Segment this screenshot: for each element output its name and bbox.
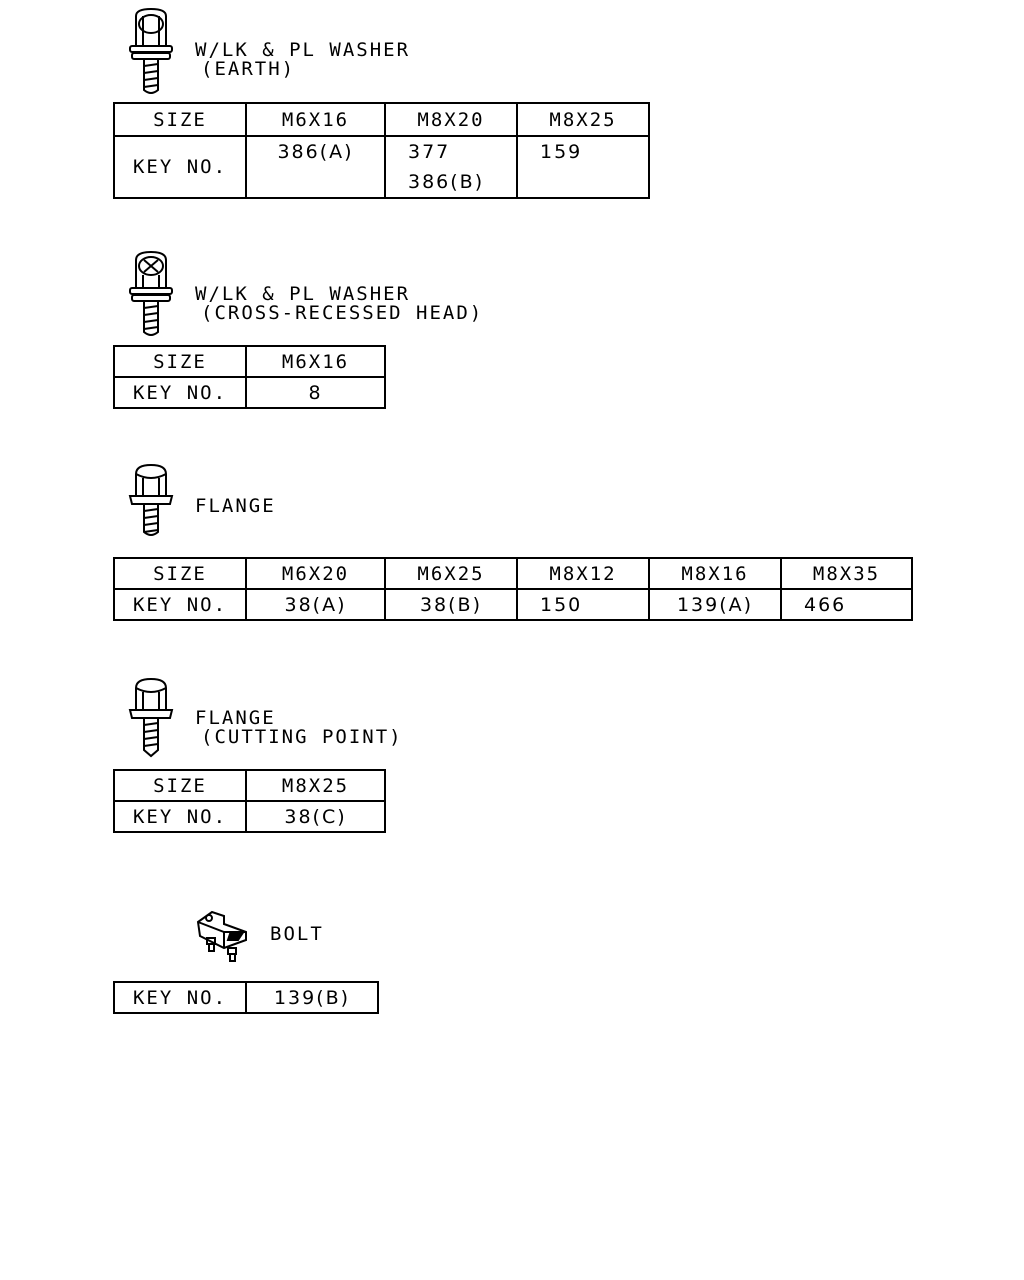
size-cell: M8X35 — [780, 557, 913, 590]
size-cell: M8X16 — [648, 557, 782, 590]
key-no-header: KEY NO. — [113, 376, 247, 409]
key-no-value: 150 — [516, 588, 650, 621]
key-table-flange: SIZE M6X20 M6X25 M8X12 M8X16 M8X35 KEY N… — [113, 557, 913, 621]
bracket-bolt-icon — [196, 910, 247, 962]
size-cell: M8X12 — [516, 557, 650, 590]
section-title: W/LK & PL WASHER — [195, 283, 411, 305]
key-no-cell: 159 — [516, 135, 650, 199]
key-no-header: KEY NO. — [113, 588, 247, 621]
section-title: BOLT — [270, 923, 324, 945]
size-cell: M8X25 — [245, 769, 386, 802]
size-cell: M6X16 — [245, 345, 386, 378]
key-table-flange-cutting-point: SIZE M8X25 KEY NO. 38(C) — [113, 769, 386, 833]
section-title: FLANGE — [195, 495, 276, 517]
section-subtitle: (CROSS-RECESSED HEAD) — [201, 302, 484, 324]
flange-bolt-icon — [128, 463, 174, 536]
size-cell: M6X16 — [245, 102, 386, 137]
size-cell: M6X20 — [245, 557, 386, 590]
size-cell: M8X25 — [516, 102, 650, 137]
key-no-value: 139(B) — [245, 981, 379, 1014]
key-no-value: 159 — [540, 141, 583, 163]
key-table-cross-recessed: SIZE M6X16 KEY NO. 8 — [113, 345, 386, 409]
washer-bolt-icon — [129, 7, 173, 94]
key-table-washer-earth: SIZE M6X16 M8X20 M8X25 KEY NO. 386(A) 37… — [113, 102, 650, 199]
flange-cutting-point-bolt-icon — [128, 677, 174, 758]
key-no-value: 8 — [245, 376, 386, 409]
size-header: SIZE — [113, 102, 247, 137]
key-no-value: 38(B) — [384, 588, 518, 621]
section-title: FLANGE — [195, 707, 276, 729]
key-no-header: KEY NO. — [113, 981, 247, 1014]
size-cell: M6X25 — [384, 557, 518, 590]
key-no-value: 386(A) — [277, 141, 354, 163]
key-no-cell: 377 386(B) — [384, 135, 518, 199]
size-header: SIZE — [113, 345, 247, 378]
section-subtitle: (EARTH) — [201, 58, 296, 80]
key-no-header: KEY NO. — [113, 800, 247, 833]
key-no-value: 38(A) — [245, 588, 386, 621]
key-no-value: 377 — [408, 141, 451, 163]
size-cell: M8X20 — [384, 102, 518, 137]
key-no-value: 38(C) — [245, 800, 386, 833]
cross-recessed-bolt-icon — [129, 250, 173, 336]
section-subtitle: (CUTTING POINT) — [201, 726, 403, 748]
key-no-value: 466 — [780, 588, 913, 621]
key-no-value: 386(B) — [408, 171, 485, 193]
size-header: SIZE — [113, 769, 247, 802]
section-title: W/LK & PL WASHER — [195, 39, 411, 61]
key-table-bolt: KEY NO. 139(B) — [113, 981, 379, 1014]
key-no-cell: 386(A) — [245, 135, 386, 199]
key-no-value: 139(A) — [648, 588, 782, 621]
key-no-header: KEY NO. — [113, 135, 247, 199]
size-header: SIZE — [113, 557, 247, 590]
